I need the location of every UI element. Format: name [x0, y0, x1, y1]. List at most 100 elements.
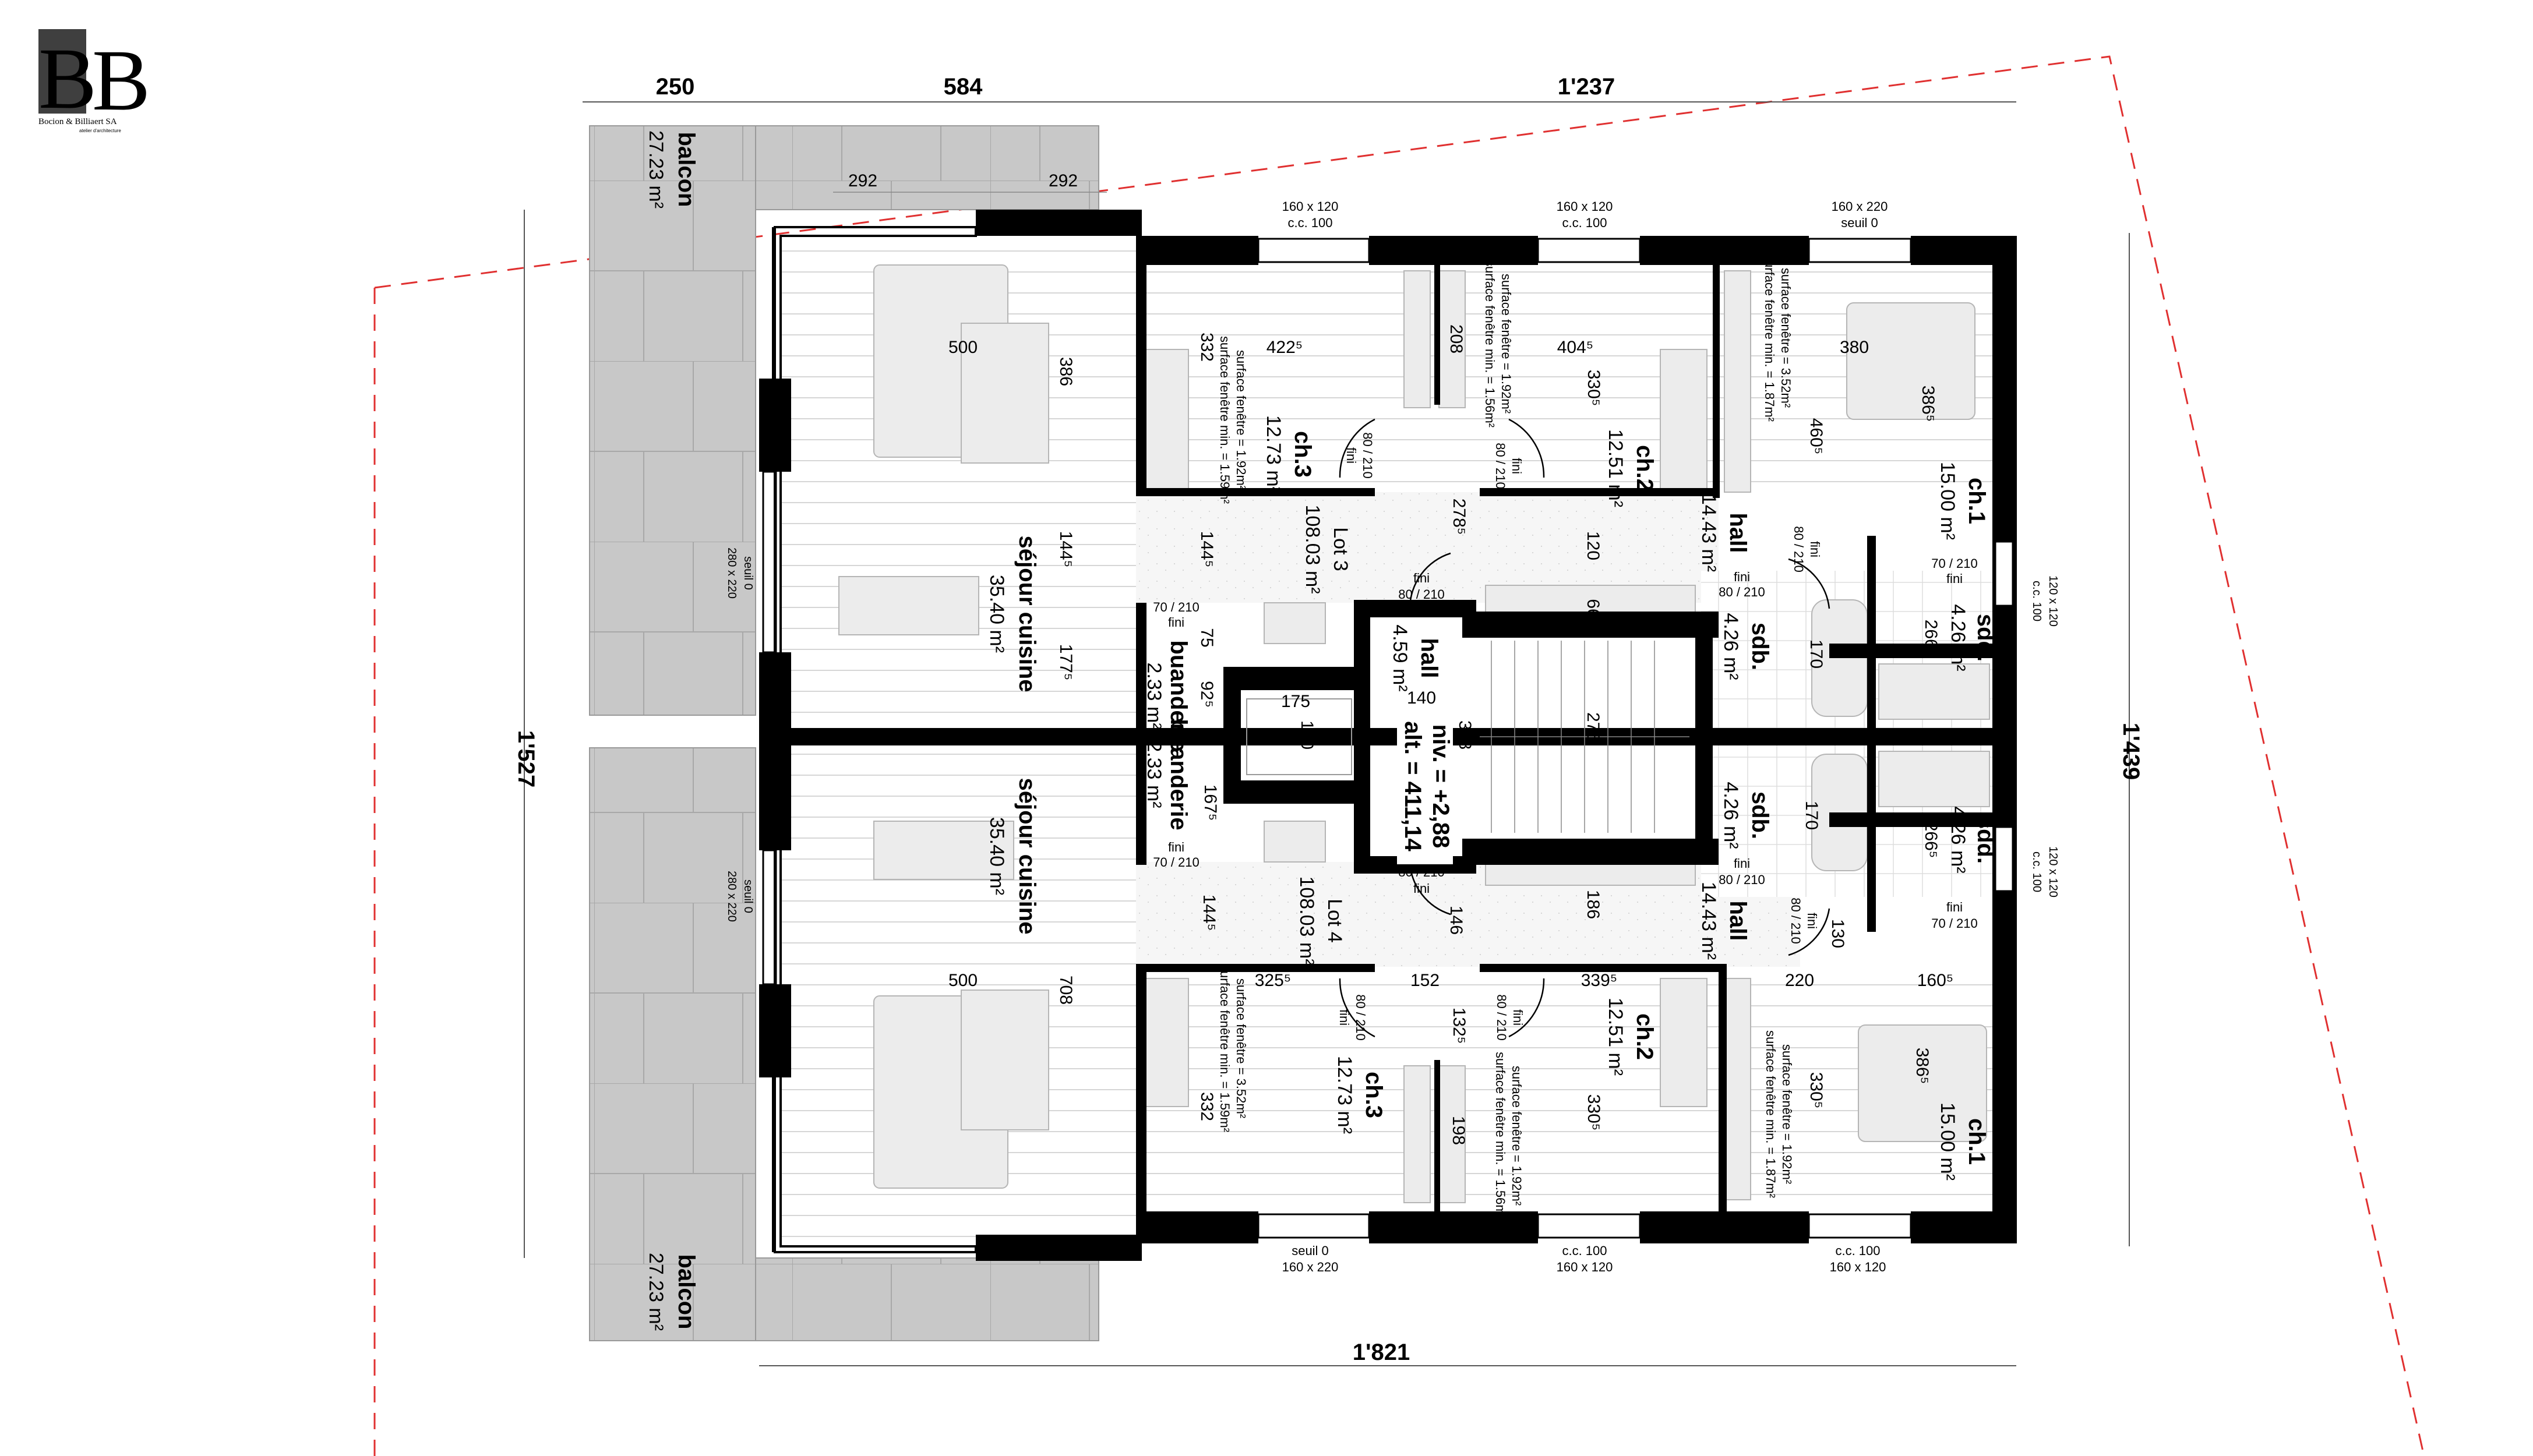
room-area-ch2: 12.51 m²: [1604, 429, 1627, 507]
level-label-bg: [1397, 709, 1453, 864]
dim-label: 198: [1449, 1116, 1468, 1145]
dim-label: 208: [1447, 324, 1466, 354]
room-area-hall: 14.43 m²: [1698, 882, 1720, 960]
svg-text:B: B: [38, 30, 97, 127]
dim-label: 292: [1049, 171, 1078, 190]
window-size: 160 x 120: [1830, 1260, 1886, 1274]
window-size: 120 x 120: [2047, 846, 2059, 897]
door-size: 80 / 210: [1791, 526, 1806, 572]
door-size: 70 / 210: [1153, 600, 1200, 614]
dim-label: 130: [1828, 919, 1847, 948]
dim-label: 186: [1583, 890, 1603, 919]
room-name-sdd: sdd.: [1973, 614, 1998, 662]
door-size: 80 / 210: [1360, 432, 1375, 479]
room-name-sdd: sdd.: [1973, 816, 1998, 864]
room-area-sdd: 4.26 m²: [1947, 604, 1969, 671]
window-surface-min: surface fenêtre min. = 1.56m²: [1483, 260, 1497, 427]
dim-label: 386: [1056, 357, 1075, 386]
dim-label: 460⁵: [1807, 418, 1826, 455]
door-note: fini: [1734, 570, 1750, 584]
window-sill: c.c. 100: [2030, 851, 2043, 892]
dim-label: 160: [1297, 720, 1317, 750]
dim-label: 266⁵: [1921, 620, 1941, 656]
lot-3: balcon 27.23 m² 292 292 séjour cuisine 3…: [645, 130, 2059, 752]
dim-label: 292: [848, 171, 877, 190]
window-sill: c.c. 100: [1562, 215, 1607, 230]
dim-left: 1'527: [513, 730, 539, 788]
dim-label: 144⁵: [1197, 531, 1216, 568]
room-name-ch1: ch.1: [1964, 1118, 1989, 1165]
window-sill: seuil 0: [1841, 215, 1878, 230]
door-note: fini: [1168, 840, 1184, 854]
dimension-lines: [524, 101, 2130, 1366]
dim-label: 120: [1583, 531, 1603, 560]
dim-label: 328: [1455, 720, 1474, 750]
door-note: fini: [1946, 571, 1963, 586]
door-note: fini: [1337, 1009, 1352, 1026]
dim-label: 386⁵: [1913, 1048, 1932, 1084]
window-surface: surface fenêtre = 1.92m²: [1780, 1044, 1794, 1184]
room-name-ch3: ch.3: [1361, 1072, 1387, 1118]
window-surface-min: surface fenêtre min. = 1.59m²: [1218, 336, 1232, 504]
dim-top-balcony: 250: [656, 74, 695, 100]
window-size: 280 x 220: [725, 547, 738, 599]
dim-label: 330⁵: [1584, 370, 1603, 407]
dim-label: 75: [1197, 628, 1216, 647]
dim-label: 276: [1583, 712, 1603, 741]
dim-label: 500: [948, 338, 978, 357]
dim-label: 266⁵: [1921, 822, 1941, 858]
room-area-core-hall: 4.59 m²: [1389, 624, 1411, 691]
window-surface: surface fenêtre = 1.92m²: [1234, 350, 1248, 490]
room-area-sdb: 4.26 m²: [1720, 613, 1742, 680]
room-name-sejour: séjour cuisine: [1014, 536, 1040, 692]
dim-label: 339⁵: [1581, 971, 1618, 990]
door-size: 70 / 210: [1931, 916, 1978, 931]
door-note: fini: [1808, 541, 1822, 557]
window-size: 120 x 120: [2047, 575, 2059, 627]
dim-label: 170: [1807, 639, 1826, 669]
door-size: 80 / 210: [1719, 872, 1765, 887]
window-sill: seuil 0: [742, 556, 754, 590]
door-size: 80 / 210: [1398, 587, 1445, 602]
dim-label: 325⁵: [1255, 971, 1292, 990]
dim-label: 380: [1840, 338, 1869, 357]
elevator: [1246, 698, 1352, 775]
door-note: fini: [1413, 881, 1430, 896]
window-size: 160 x 120: [1282, 199, 1339, 214]
window-sill: c.c. 100: [1835, 1243, 1880, 1258]
windows: [762, 226, 2014, 1253]
room-name-ch1: ch.1: [1964, 478, 1989, 524]
building-core: hall 4.59 m² 175 160 140 328 276 niv. = …: [1246, 624, 1689, 864]
window-surface: surface fenêtre = 3.52m²: [1234, 978, 1248, 1118]
room-name-ch3: ch.3: [1290, 431, 1315, 478]
dim-label: 422⁵: [1266, 338, 1303, 357]
window-sill: c.c. 100: [1287, 215, 1332, 230]
dim-label: 144⁵: [1200, 895, 1219, 931]
staircase: [1480, 641, 1689, 833]
balcony-label: balcon: [673, 1254, 699, 1330]
window-sill: c.c. 100: [2030, 581, 2043, 621]
dim-label: 132⁵: [1449, 1008, 1469, 1044]
room-name-buanderie: buanderie: [1166, 640, 1191, 751]
room-area-hall: 14.43 m²: [1698, 494, 1720, 572]
window-size: 160 x 120: [1557, 1260, 1613, 1274]
room-area-sejour: 35.40 m²: [986, 817, 1008, 895]
hall-floor-lot3: [1136, 492, 1719, 603]
dim-label: 170: [1802, 801, 1821, 830]
window-surface-min: surface fenêtre min. = 1.87m²: [1762, 254, 1777, 422]
bedroom-floor-lot4: [1142, 967, 1992, 1211]
lot-area: 108.03 m²: [1301, 504, 1324, 593]
balcony-lot3-top: [755, 125, 1099, 210]
room-area-buanderie: 2.33 m²: [1143, 741, 1165, 808]
window-surface: surface fenêtre = 1.92m²: [1509, 1066, 1524, 1206]
level-label: niv. = +2,88: [1428, 725, 1454, 849]
room-name-sejour: séjour cuisine: [1014, 778, 1040, 935]
dim-top-living: 584: [944, 74, 983, 100]
door-size: 70 / 210: [1931, 556, 1978, 571]
window-surface: surface fenêtre = 3.52m²: [1779, 268, 1793, 408]
door-note: fini: [1344, 447, 1359, 464]
room-name-buanderie: buanderie: [1166, 719, 1191, 830]
room-area-sdb: 4.26 m²: [1720, 782, 1742, 849]
dim-label: 175: [1281, 692, 1310, 711]
